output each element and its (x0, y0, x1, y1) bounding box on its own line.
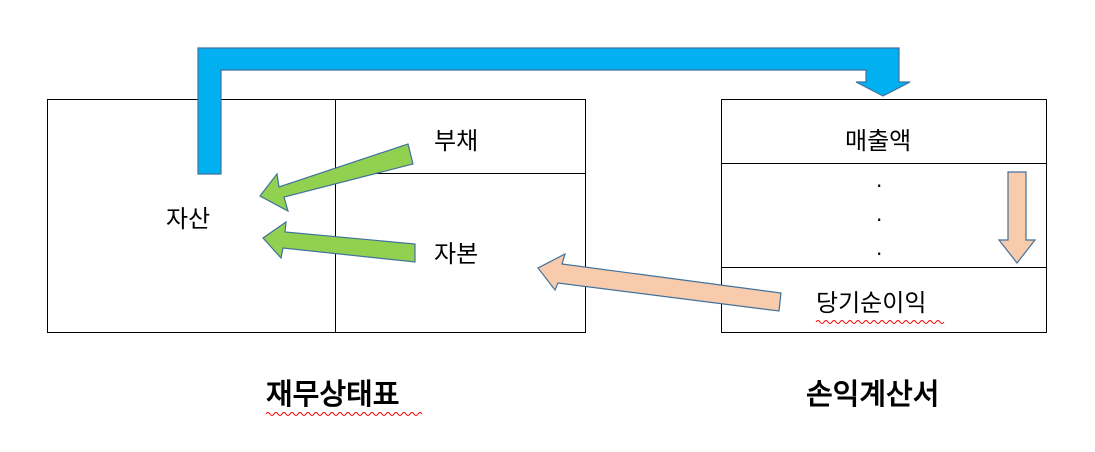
income-statement-title: 손익계산서 (806, 377, 940, 411)
spellcheck-underline-balance-title (265, 412, 423, 416)
balance-sheet-box (47, 99, 586, 333)
peach-down-arrow (997, 171, 1037, 264)
spellcheck-underline-net-income (815, 320, 945, 324)
ellipsis-dot-3: · (876, 242, 883, 266)
balance-sheet-divider-vertical (335, 99, 336, 333)
liabilities-label: 부채 (434, 127, 479, 155)
revenue-label: 매출액 (845, 127, 912, 155)
green-arrow-equity-to-assets (262, 220, 416, 263)
peach-arrow-net-income-to-equity (537, 252, 782, 312)
net-income-label: 당기순이익 (816, 289, 927, 317)
income-statement-divider-top (721, 163, 1047, 164)
balance-sheet-divider-horizontal (335, 173, 586, 174)
equity-label: 자본 (434, 240, 479, 268)
blue-bent-arrow (197, 47, 911, 175)
ellipsis-dot-1: · (876, 174, 883, 198)
assets-label: 자산 (166, 205, 211, 233)
income-statement-divider-bottom (721, 267, 1047, 268)
green-arrow-liabilities-to-assets (259, 143, 414, 213)
ellipsis-dot-2: · (876, 208, 883, 232)
balance-sheet-title: 재무상태표 (266, 377, 400, 411)
